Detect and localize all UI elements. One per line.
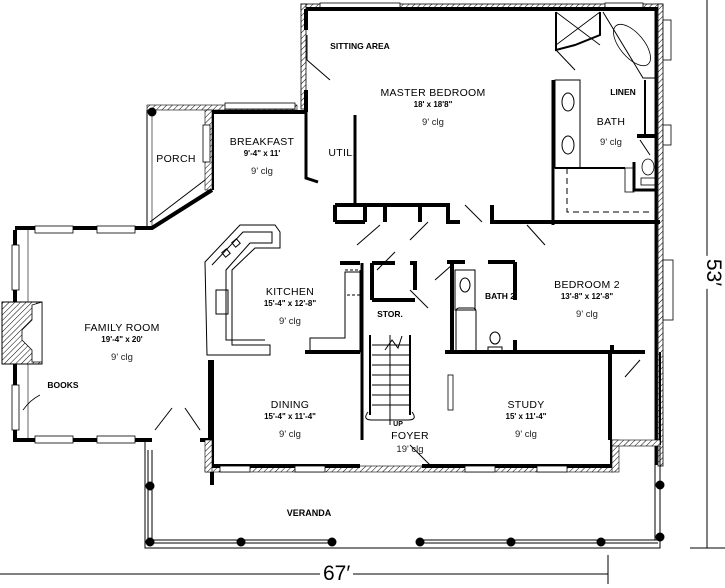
- door-swings: [154, 204, 641, 466]
- room-ceiling: 9' clg: [251, 165, 273, 177]
- kitchen-label: KITCHEN 15'-4" x 12'-8" 9' clg: [264, 287, 316, 326]
- room-name: LINEN: [610, 87, 636, 97]
- master-bath-fixtures: [551, 11, 656, 225]
- stair-up-label: UP: [393, 421, 403, 428]
- room-ceiling: 19' clg: [396, 443, 424, 455]
- family-room-walls: [1, 225, 212, 444]
- room-name: BOOKS: [47, 380, 79, 390]
- room-dimensions: 15'-4" x 11'-4": [264, 411, 316, 421]
- room-name: BATH: [596, 116, 626, 128]
- room-name: VERANDA: [286, 508, 332, 518]
- overall-depth-dimension: 53′: [702, 255, 725, 290]
- room-dimensions: 18' x 18'8": [413, 99, 453, 109]
- master-suite-walls: [300, 2, 674, 467]
- bath2-label: BATH 2: [485, 292, 515, 301]
- room-dimensions: 15' x 11'-4": [505, 411, 547, 421]
- room-name: PORCH: [156, 153, 196, 165]
- room-ceiling: 9' clg: [279, 428, 301, 440]
- breakfast-label: BREAKFAST 9'-4" x 11' 9' clg: [230, 137, 295, 176]
- sitting-area-label: SITTING AREA: [330, 42, 390, 51]
- room-ceiling: 9' clg: [576, 308, 598, 320]
- room-name: FAMILY ROOM: [84, 322, 160, 334]
- bath2-fixtures: [454, 269, 503, 354]
- stair-direction: UP: [393, 421, 403, 428]
- room-ceiling: 9' clg: [600, 136, 622, 148]
- room-name: STUDY: [507, 399, 545, 411]
- room-dimensions: 19'-4" x 20': [101, 334, 143, 344]
- bedroom2-label: BEDROOM 2 13'-8" x 12'-8" 9' clg: [554, 280, 620, 319]
- room-name: BEDROOM 2: [554, 279, 620, 291]
- books-label: BOOKS: [47, 381, 78, 390]
- room-ceiling: 9' clg: [422, 116, 444, 128]
- veranda-label: VERANDA: [287, 509, 332, 518]
- veranda-outline: [144, 440, 665, 549]
- room-name: BATH 2: [484, 291, 516, 301]
- porch-label: PORCH: [156, 154, 195, 165]
- room-ceiling: 9' clg: [111, 351, 133, 363]
- room-name: UTIL.: [328, 147, 356, 159]
- room-name: MASTER BEDROOM: [380, 87, 486, 99]
- room-ceiling: 9' clg: [515, 428, 537, 440]
- room-ceiling: 9' clg: [279, 315, 301, 327]
- room-dimensions: 13'-8" x 12'-8": [560, 291, 614, 301]
- room-name: BREAKFAST: [229, 136, 295, 148]
- master-bedroom-label: MASTER BEDROOM 18' x 18'8" 9' clg: [380, 88, 485, 127]
- storage-label: STOR.: [377, 310, 403, 319]
- room-dimensions: 15'-4" x 12'-8": [263, 298, 317, 308]
- room-dimensions: 9'-4" x 11': [243, 148, 281, 158]
- south-wall: [204, 374, 661, 473]
- bath-label: BATH 9' clg: [597, 117, 625, 147]
- room-name: DINING: [270, 399, 310, 411]
- room-name: FOYER: [391, 430, 429, 442]
- dining-label: DINING 15'-4" x 11'-4" 9' clg: [264, 400, 316, 439]
- overall-width-dimension: 67′: [320, 563, 354, 584]
- foyer-label: FOYER 19' clg: [391, 431, 429, 454]
- util-label: UTIL.: [328, 148, 355, 159]
- stairs: [365, 335, 415, 425]
- room-name: SITTING AREA: [330, 41, 390, 51]
- family-room-label: FAMILY ROOM 19'-4" x 20' 9' clg: [84, 323, 159, 362]
- room-name: KITCHEN: [265, 286, 315, 298]
- study-label: STUDY 15' x 11'-4" 9' clg: [506, 400, 547, 439]
- room-name: STOR.: [377, 309, 403, 319]
- linen-label: LINEN: [610, 88, 636, 97]
- kitchen-counters: [204, 224, 361, 356]
